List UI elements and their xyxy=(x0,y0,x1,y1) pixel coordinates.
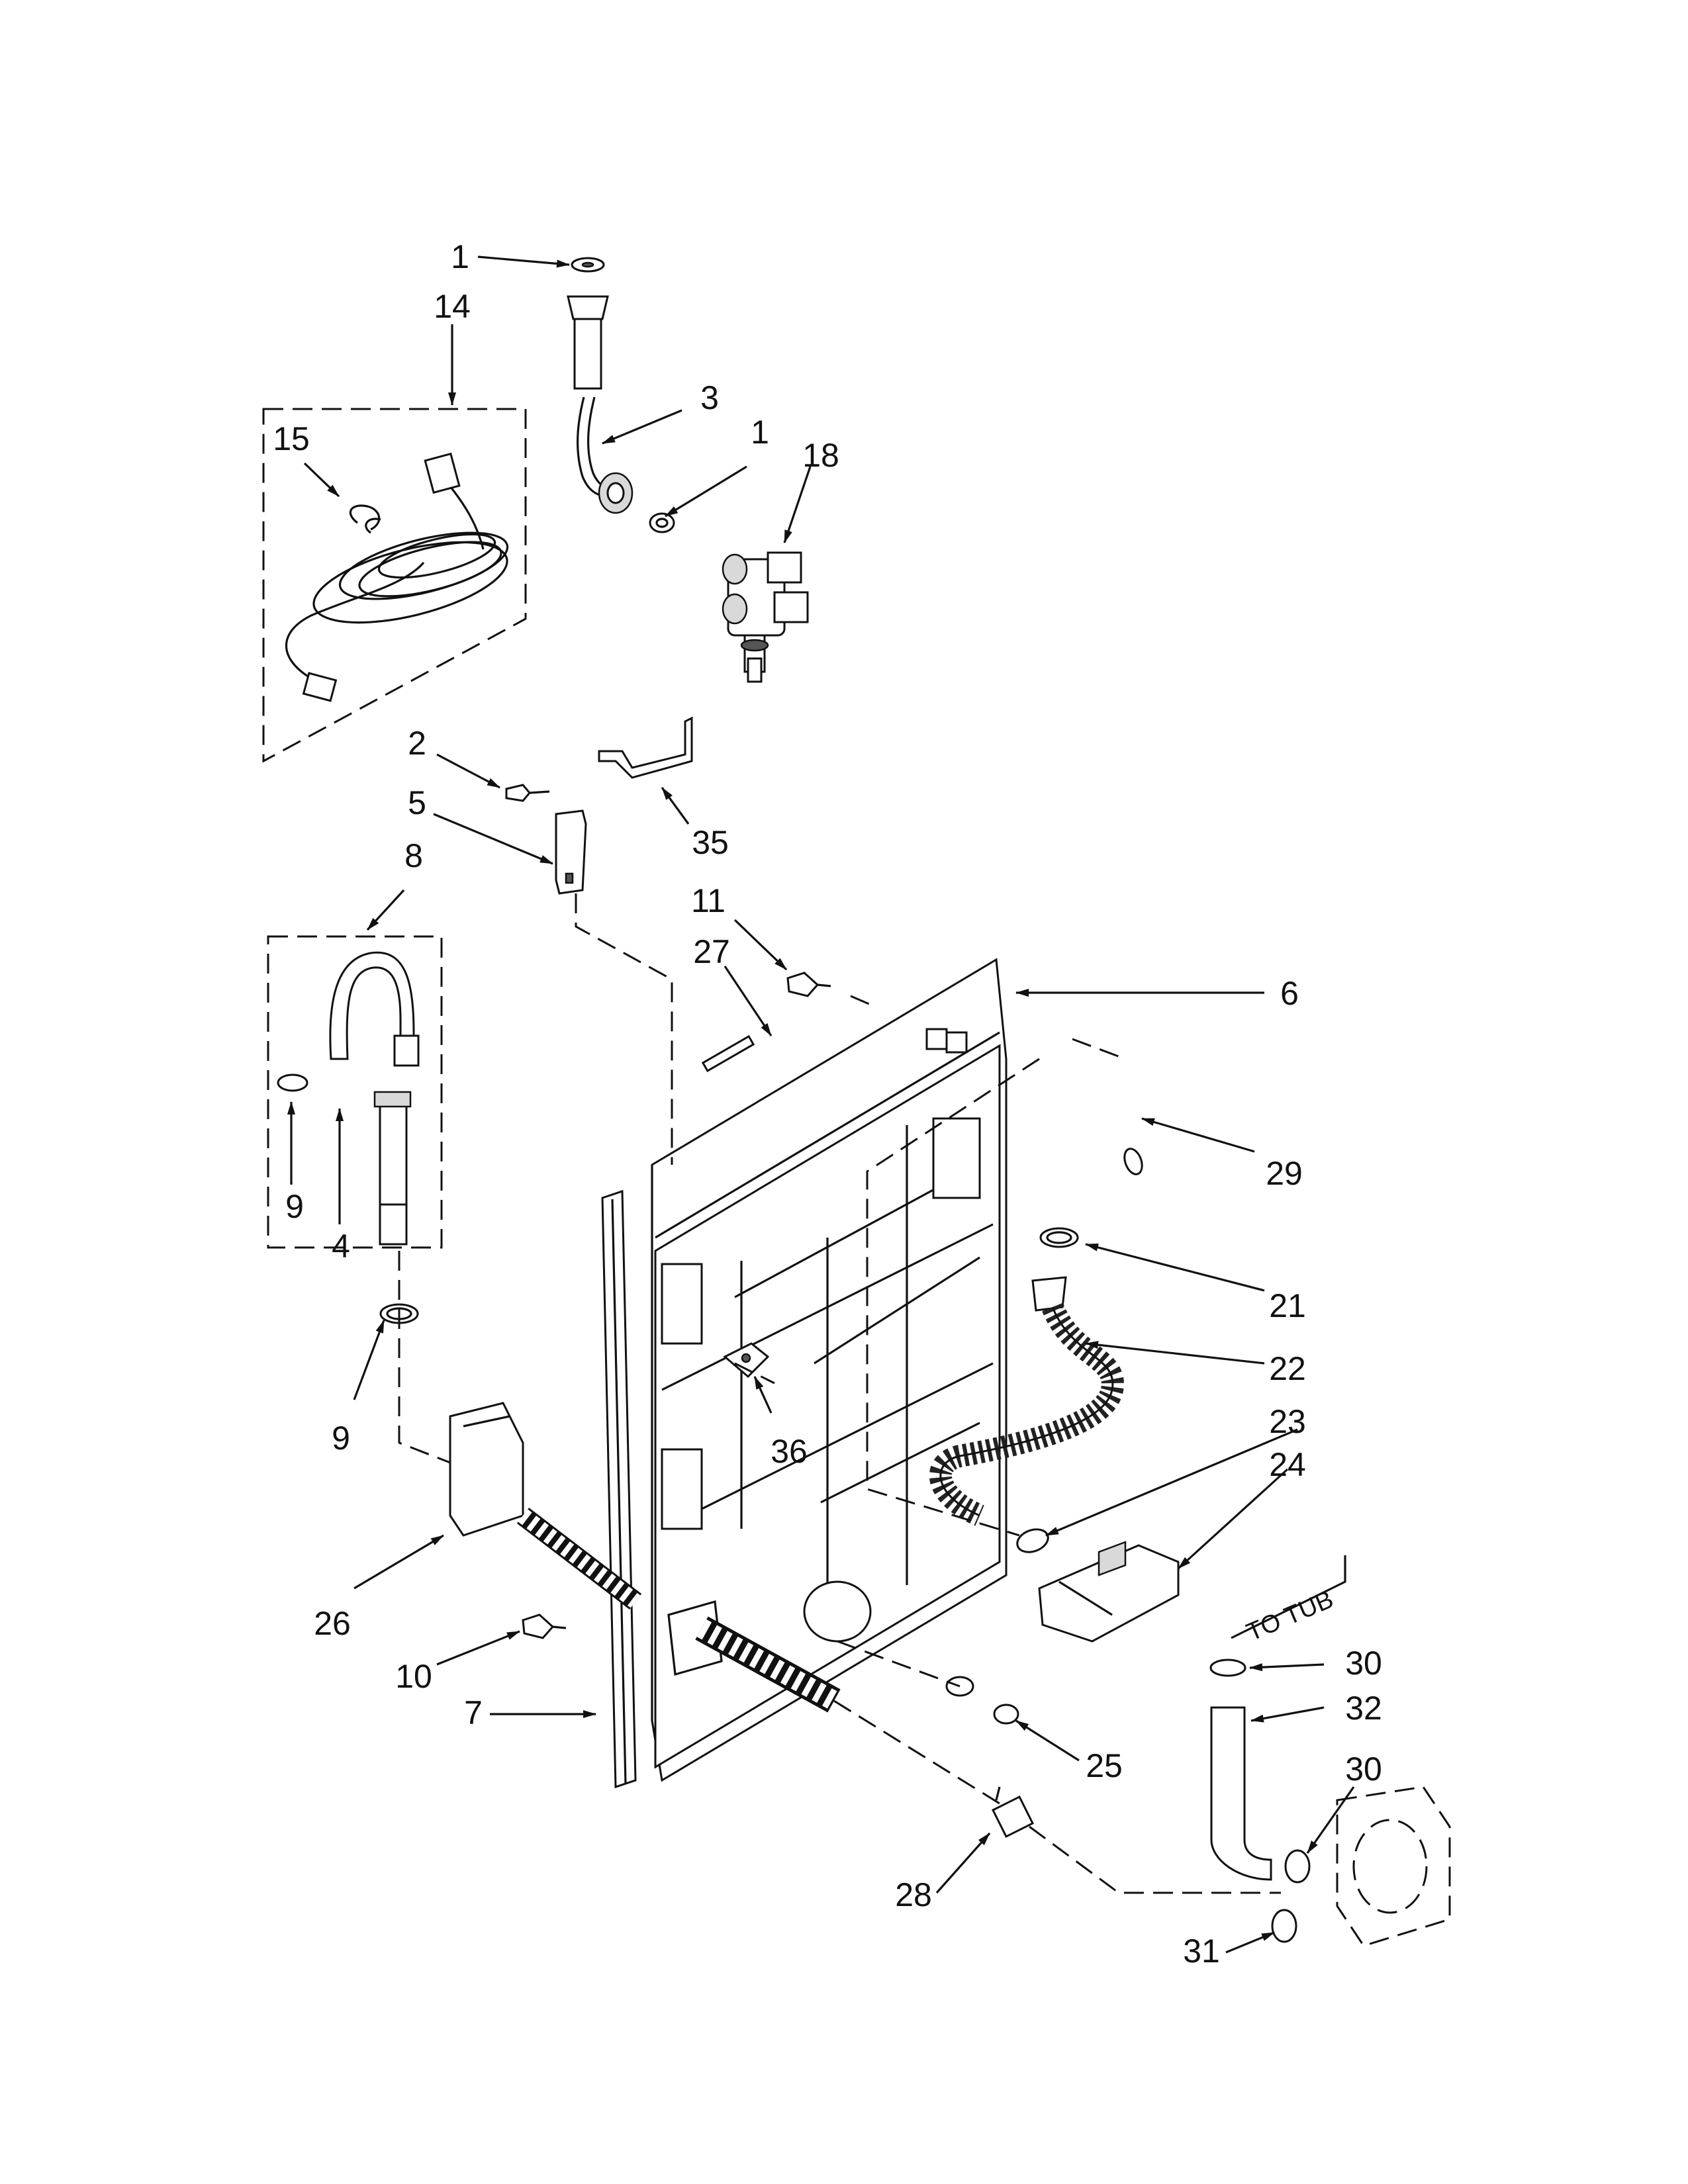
drain-support-part-26 xyxy=(449,1402,524,1537)
callout-7: 7 xyxy=(464,1694,483,1731)
callout-numbers: 1 14 3 1 18 15 2 35 5 8 11 27 6 29 4 9 2… xyxy=(273,238,1382,1970)
callout-1b: 1 xyxy=(751,414,769,451)
callout-29: 29 xyxy=(1266,1155,1303,1192)
callout-15: 15 xyxy=(273,420,310,457)
drain-coil-hose xyxy=(516,1508,841,1713)
callout-32: 32 xyxy=(1345,1690,1382,1727)
callout-6: 6 xyxy=(1280,975,1299,1012)
screw-part-2 xyxy=(505,784,550,802)
callout-21: 21 xyxy=(1269,1287,1306,1324)
callout-23: 23 xyxy=(1269,1403,1306,1440)
callout-28: 28 xyxy=(895,1876,932,1913)
side-rail-part-7 xyxy=(601,1189,637,1789)
assembly-lines xyxy=(398,893,1281,1894)
callout-5: 5 xyxy=(408,784,426,821)
callout-18: 18 xyxy=(802,437,839,474)
leader-lines xyxy=(287,255,1355,1954)
callout-24: 24 xyxy=(1269,1446,1306,1483)
screw-part-11 xyxy=(786,972,831,997)
tub-pump-outline xyxy=(1336,1786,1451,1947)
pump-part-24 xyxy=(1038,1541,1180,1643)
callout-9b: 9 xyxy=(332,1420,350,1457)
kit-box-power-cord xyxy=(262,408,527,763)
callout-1a: 1 xyxy=(451,238,469,275)
callout-11: 11 xyxy=(691,882,726,919)
power-cord xyxy=(285,452,509,702)
callout-4: 4 xyxy=(332,1228,350,1265)
callout-25: 25 xyxy=(1086,1747,1123,1784)
callout-2: 2 xyxy=(408,725,426,762)
drain-hose-kit xyxy=(277,951,420,1246)
callout-8: 8 xyxy=(404,837,423,874)
valve-bracket xyxy=(598,716,693,779)
pump-hose-part-22 xyxy=(929,1227,1124,1526)
inlet-hose-assembly xyxy=(567,257,675,533)
callout-26: 26 xyxy=(314,1605,351,1642)
callout-14: 14 xyxy=(434,288,471,325)
clamp-part-23 xyxy=(1016,1528,1049,1553)
clamp-part-28 xyxy=(991,1786,1035,1839)
pad-part-36 xyxy=(723,1342,770,1379)
callout-36: 36 xyxy=(771,1433,808,1470)
callout-27: 27 xyxy=(693,933,730,970)
callout-22: 22 xyxy=(1269,1350,1306,1387)
plug-part-29 xyxy=(1123,1148,1143,1175)
kit-box-drain-hose xyxy=(267,935,443,1249)
callout-31: 31 xyxy=(1183,1933,1220,1970)
callout-30a: 30 xyxy=(1345,1645,1382,1682)
screw-part-10 xyxy=(522,1614,567,1639)
callout-3: 3 xyxy=(700,379,719,416)
callout-30b: 30 xyxy=(1345,1751,1382,1788)
water-inlet-valve xyxy=(722,551,809,683)
callout-10: 10 xyxy=(395,1658,432,1695)
callout-35: 35 xyxy=(692,824,729,861)
callout-9a: 9 xyxy=(285,1188,304,1225)
rear-panel-part-6 xyxy=(651,958,1008,1782)
tub-hose-part-32 xyxy=(1209,1659,1311,1943)
plug-part-25 xyxy=(945,1676,1019,1725)
hose-hanger-part-5 xyxy=(555,809,587,895)
to-tub-label: TO TUB xyxy=(1243,1586,1337,1647)
